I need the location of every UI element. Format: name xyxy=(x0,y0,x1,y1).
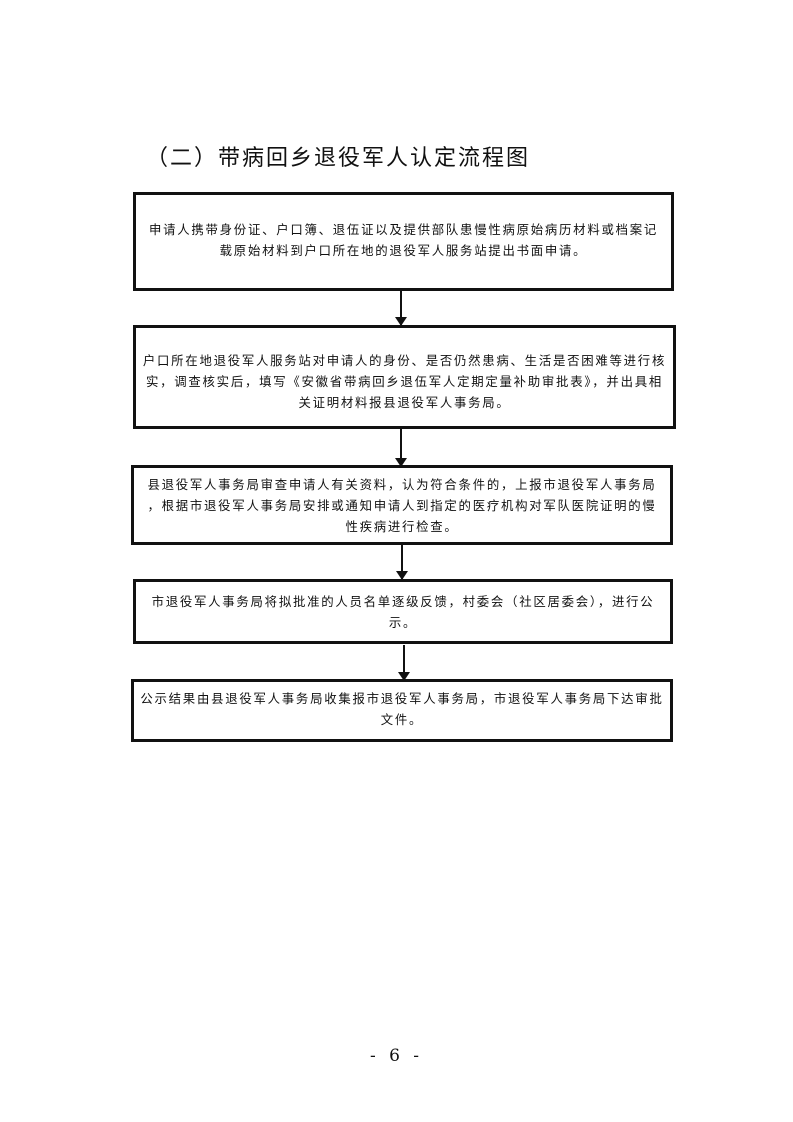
flow-arrow-down xyxy=(395,429,407,467)
flow-step-1: 申请人携带身份证、户口簿、退伍证以及提供部队患慢性病原始病历材料或档案记 载原始… xyxy=(133,192,674,291)
step-text-line: 文件。 xyxy=(380,711,424,727)
step-text-line: 申请人携带身份证、户口簿、退伍证以及提供部队患慢性病原始病历材料或档案记 xyxy=(148,221,659,237)
flow-arrow-down xyxy=(398,645,410,681)
step-text-line: 公示结果由县退役军人事务局收集报市退役军人事务局，市退役军人事务局下达审批 xyxy=(140,690,664,706)
step-text-line: 载原始材料到户口所在地的退役军人服务站提出书面申请。 xyxy=(219,242,588,258)
step-text-line: 性疾病进行检查。 xyxy=(345,518,459,534)
flow-arrow-down xyxy=(396,545,408,580)
flow-step-3: 县退役军人事务局审查申请人有关资料，认为符合条件的，上报市退役军人事务局 ，根据… xyxy=(131,465,673,545)
page-title: （二）带病回乡退役军人认定流程图 xyxy=(146,146,531,171)
step-text-line: 市退役军人事务局将拟批准的人员名单逐级反馈，村委会（社区居委会），进行公 xyxy=(151,593,655,609)
step-text-line: 县退役军人事务局审查申请人有关资料，认为符合条件的，上报市退役军人事务局 xyxy=(147,476,657,492)
step-text-line: 关证明材料报县退役军人事务局。 xyxy=(298,394,511,410)
flow-step-5: 公示结果由县退役军人事务局收集报市退役军人事务局，市退役军人事务局下达审批 文件… xyxy=(131,679,673,742)
step-text-line: 户口所在地退役军人服务站对申请人的身份、是否仍然患病、生活是否困难等进行核 xyxy=(142,352,667,368)
step-text-line: 实，调查核实后，填写《安徽省带病回乡退伍军人定期定量补助审批表》，并出具相 xyxy=(145,373,663,389)
flow-arrow-down xyxy=(395,291,407,326)
page-number: - 6 - xyxy=(369,1046,424,1066)
step-text-line: ，根据市退役军人事务局安排或通知申请人到指定的医疗机构对军队医院证明的慢 xyxy=(147,497,657,513)
step-text-line: 示。 xyxy=(388,614,418,630)
flow-step-4: 市退役军人事务局将拟批准的人员名单逐级反馈，村委会（社区居委会），进行公 示。 xyxy=(133,579,673,644)
flow-step-2: 户口所在地退役军人服务站对申请人的身份、是否仍然患病、生活是否困难等进行核 实，… xyxy=(133,325,676,429)
